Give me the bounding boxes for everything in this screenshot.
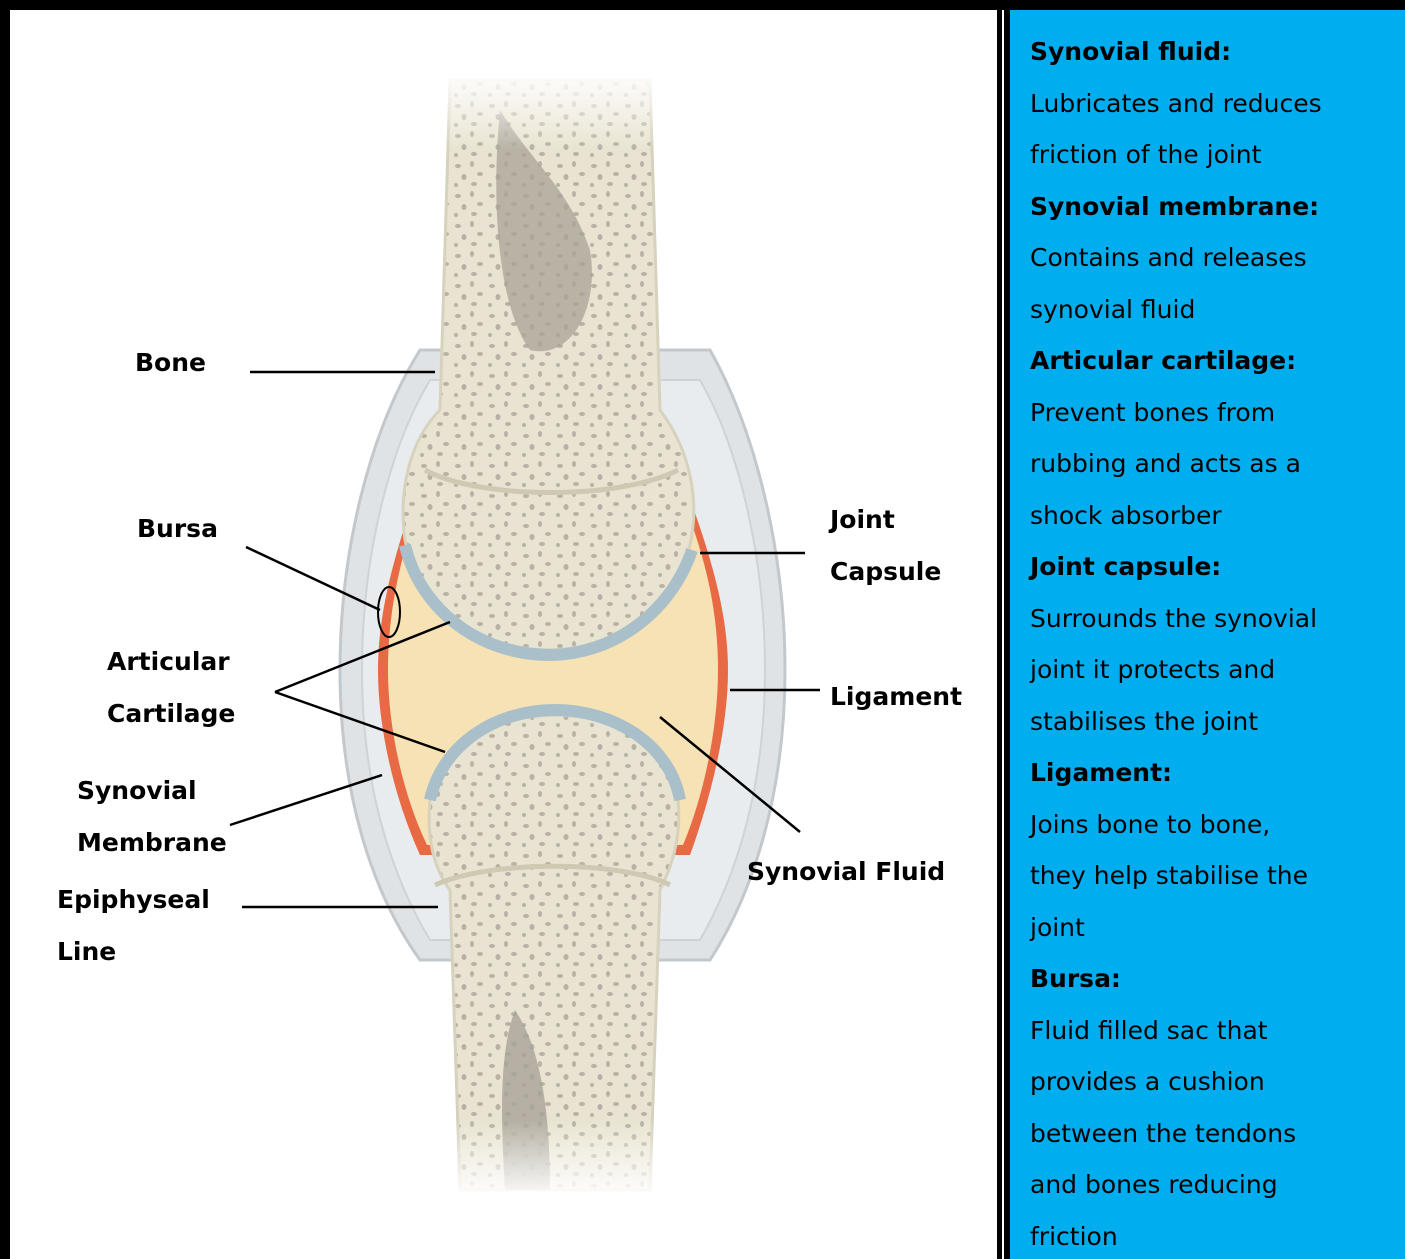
info-desc-line: Prevent bones from (1030, 387, 1405, 439)
label-bone: Bone (135, 337, 206, 389)
info-term: Bursa: (1030, 953, 1405, 1005)
info-desc-line: shock absorber (1030, 490, 1405, 542)
info-item-synovial-membrane: Synovial membrane: Contains and releases… (1030, 181, 1405, 336)
info-desc-line: joint (1030, 902, 1405, 954)
label-ligament: Ligament (830, 671, 962, 723)
info-panel: Synovial fluid: Lubricates and reduces f… (1010, 10, 1405, 1259)
info-desc-line: and bones reducing (1030, 1159, 1405, 1211)
label-joint-capsule: Joint Capsule (830, 494, 941, 598)
info-term: Articular cartilage: (1030, 335, 1405, 387)
label-synovial-fluid: Synovial Fluid (747, 846, 945, 898)
info-desc-line: friction (1030, 1211, 1405, 1259)
info-item-joint-capsule: Joint capsule: Surrounds the synovial jo… (1030, 541, 1405, 747)
info-desc-line: stabilises the joint (1030, 696, 1405, 748)
info-term: Synovial membrane: (1030, 181, 1405, 233)
info-desc-line: they help stabilise the (1030, 850, 1405, 902)
info-list: Synovial fluid: Lubricates and reduces f… (1010, 10, 1405, 1259)
label-bursa: Bursa (137, 503, 218, 555)
info-item-ligament: Ligament: Joins bone to bone, they help … (1030, 747, 1405, 953)
info-item-articular-cartilage: Articular cartilage: Prevent bones from … (1030, 335, 1405, 541)
info-desc-line: Contains and releases (1030, 232, 1405, 284)
label-epiphyseal-line: Epiphyseal Line (57, 874, 210, 978)
label-articular-cartilage: Articular Cartilage (107, 636, 235, 740)
info-desc-line: Lubricates and reduces (1030, 78, 1405, 130)
info-desc-line: synovial fluid (1030, 284, 1405, 336)
info-desc-line: joint it protects and (1030, 644, 1405, 696)
info-term: Ligament: (1030, 747, 1405, 799)
info-desc-line: Surrounds the synovial (1030, 593, 1405, 645)
info-desc-line: friction of the joint (1030, 129, 1405, 181)
info-term: Joint capsule: (1030, 541, 1405, 593)
upper-bone (403, 80, 694, 650)
diagram-panel: Bone Bursa Articular Cartilage Synovial … (10, 10, 997, 1259)
info-desc-line: Joins bone to bone, (1030, 799, 1405, 851)
info-item-synovial-fluid: Synovial fluid: Lubricates and reduces f… (1030, 26, 1405, 181)
info-desc-line: between the tendons (1030, 1108, 1405, 1160)
info-item-bursa: Bursa: Fluid filled sac that provides a … (1030, 953, 1405, 1259)
panel-divider (1002, 10, 1004, 1259)
lower-bone (429, 715, 679, 1190)
info-desc-line: Fluid filled sac that (1030, 1005, 1405, 1057)
synovial-joint-illustration (10, 10, 997, 1259)
info-desc-line: provides a cushion (1030, 1056, 1405, 1108)
info-desc-line: rubbing and acts as a (1030, 438, 1405, 490)
info-term: Synovial fluid: (1030, 26, 1405, 78)
label-synovial-membrane: Synovial Membrane (77, 765, 227, 869)
